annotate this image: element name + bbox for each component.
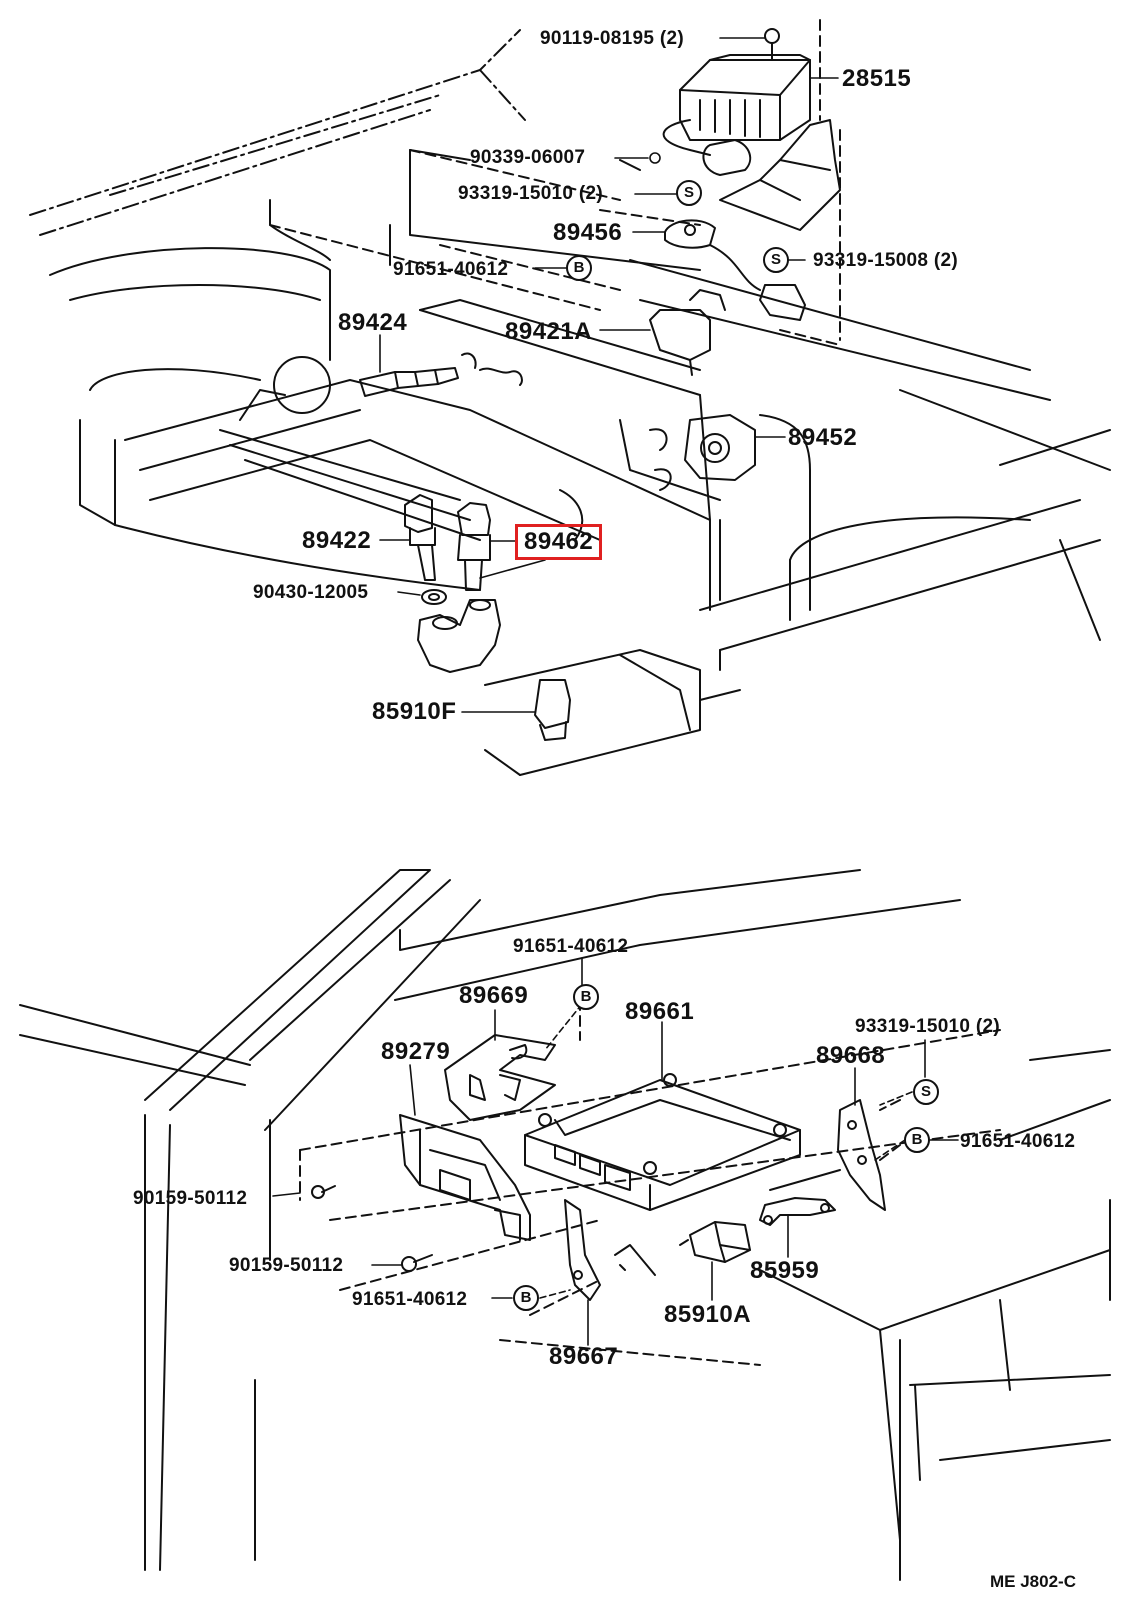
- label-91651-40612: 91651-40612: [393, 259, 509, 280]
- label-89421A: 89421A: [505, 318, 593, 345]
- label-89667: 89667: [549, 1343, 619, 1370]
- label-85910A: 85910A: [664, 1301, 752, 1328]
- label-89462-highlighted: 89462: [515, 524, 603, 560]
- ignition-module: [662, 28, 811, 176]
- sensor-89422: [404, 494, 436, 581]
- dash-lines-bottom: [299, 999, 1001, 1366]
- label-85910F: 85910F: [372, 698, 457, 725]
- label-28515: 28515: [842, 65, 912, 92]
- engine-cover: [49, 149, 701, 591]
- leaders-top: [379, 37, 839, 713]
- label-91651-40612-lower: 91651-40612: [352, 1289, 468, 1310]
- bracket-89667: [564, 1199, 656, 1301]
- firewall-right: [619, 259, 1111, 671]
- label-93319-15010: 93319-15010 (2): [458, 183, 603, 204]
- label-90159-50112-upper: 90159-50112: [133, 1188, 248, 1209]
- label-89424: 89424: [338, 309, 408, 336]
- label-93319-15010-bottom: 93319-15010 (2): [855, 1016, 1000, 1037]
- relay-85910F: [484, 649, 741, 776]
- ecu-89661: [524, 1073, 801, 1211]
- sensor-89424: [273, 352, 523, 414]
- symbol-s-icon: S: [676, 180, 702, 206]
- hood-outline: [29, 29, 526, 236]
- label-91651-40612-top: 91651-40612: [513, 936, 629, 957]
- label-90119-08195: 90119-08195 (2): [540, 28, 684, 49]
- symbol-b-icon: B: [904, 1127, 930, 1153]
- water-outlet: [417, 599, 501, 673]
- relay-85910A: [679, 1221, 751, 1263]
- label-90430-12005: 90430-12005: [253, 582, 369, 603]
- sensor-89421A: [649, 289, 726, 376]
- label-89279: 89279: [381, 1038, 451, 1065]
- bracket-89669: [444, 1034, 556, 1121]
- dash-lines-top: [269, 19, 841, 346]
- dash-outline: [19, 869, 1111, 1581]
- label-89456: 89456: [553, 219, 623, 246]
- symbol-s-icon: S: [763, 247, 789, 273]
- label-89668: 89668: [816, 1042, 886, 1069]
- label-89452: 89452: [788, 424, 858, 451]
- symbol-b-icon: B: [573, 984, 599, 1010]
- sensor-89462: [457, 502, 491, 591]
- label-93319-15008: 93319-15008 (2): [813, 250, 958, 271]
- washer-90430: [421, 589, 447, 605]
- label-91651-40612-right: 91651-40612: [960, 1131, 1076, 1152]
- module-bracket: [719, 119, 841, 231]
- bracket-89668: [837, 1099, 886, 1211]
- label-89669: 89669: [459, 982, 529, 1009]
- label-89422: 89422: [302, 527, 372, 554]
- bracket-85959: [759, 1197, 836, 1226]
- bracket-89279: [399, 1114, 531, 1241]
- sensor-89452: [649, 414, 756, 491]
- bolt-90159-b: [401, 1254, 433, 1272]
- symbol-b-icon: B: [513, 1285, 539, 1311]
- sensor-89456: [664, 219, 806, 321]
- intake-plenum: [124, 299, 721, 611]
- symbol-b-icon: B: [566, 255, 592, 281]
- diagram-code: ME J802-C: [990, 1572, 1076, 1591]
- symbol-s-icon: S: [913, 1079, 939, 1105]
- label-85959: 85959: [750, 1257, 820, 1284]
- label-89661: 89661: [625, 998, 695, 1025]
- leaders-bottom: [272, 957, 959, 1346]
- bolt-90159-a: [311, 1185, 336, 1199]
- label-90159-50112-lower: 90159-50112: [229, 1255, 344, 1276]
- label-90339-06007: 90339-06007: [470, 147, 586, 168]
